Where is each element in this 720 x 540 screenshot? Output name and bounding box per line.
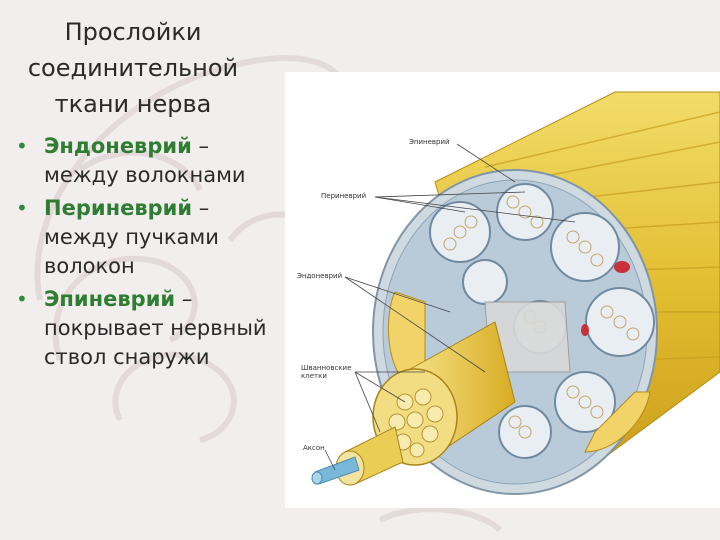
bullet-text: покрывает нервный ствол снаружи [44,316,267,369]
label-perineurium: Периневрий [321,192,367,200]
fascicle [498,405,552,459]
bullet-text: между пучками волокон [44,225,219,278]
bullet-item-epineurium: • Эпиневрий – покрывает нервный ствол сн… [14,285,284,372]
nerve-illustration: Эпиневрий Периневрий Эндоневрий Шванновс… [285,72,720,508]
bullet-dash: – [175,287,193,311]
fascicle [462,259,508,305]
bullet-item-perineurium: • Периневрий – между пучками волокон [14,194,284,281]
label-epineurium: Эпиневрий [409,138,450,146]
fascicle [550,212,620,282]
slide-title: Прослойки соединительной ткани нерва [8,14,258,122]
label-axon: Аксон [303,444,325,452]
bullet-dot-icon: • [16,287,28,311]
bullet-dash: – [191,134,209,158]
bullet-dot-icon: • [16,196,28,220]
nerve-cross-section-drawing [311,91,720,495]
blood-vessel [581,324,589,336]
fascicle [585,287,655,357]
title-line-3: ткани нерва [54,90,212,118]
bullet-item-endoneurium: • Эндоневрий – между волокнами [14,132,284,190]
bullet-dot-icon: • [16,134,28,158]
bullet-list: • Эндоневрий – между волокнами • Перинев… [14,132,284,376]
label-schwann-cells: Шванновские клетки [301,364,352,380]
blood-vessel [614,261,630,273]
title-line-1: Прослойки [64,18,202,46]
bullet-text: между волокнами [44,163,246,187]
bullet-term: Периневрий [44,196,193,220]
bullet-dash: – [192,196,210,220]
bullet-term: Эпиневрий [44,287,176,311]
bullet-term: Эндоневрий [44,134,192,158]
label-endoneurium: Эндоневрий [297,272,343,280]
title-line-2: соединительной [27,54,239,82]
